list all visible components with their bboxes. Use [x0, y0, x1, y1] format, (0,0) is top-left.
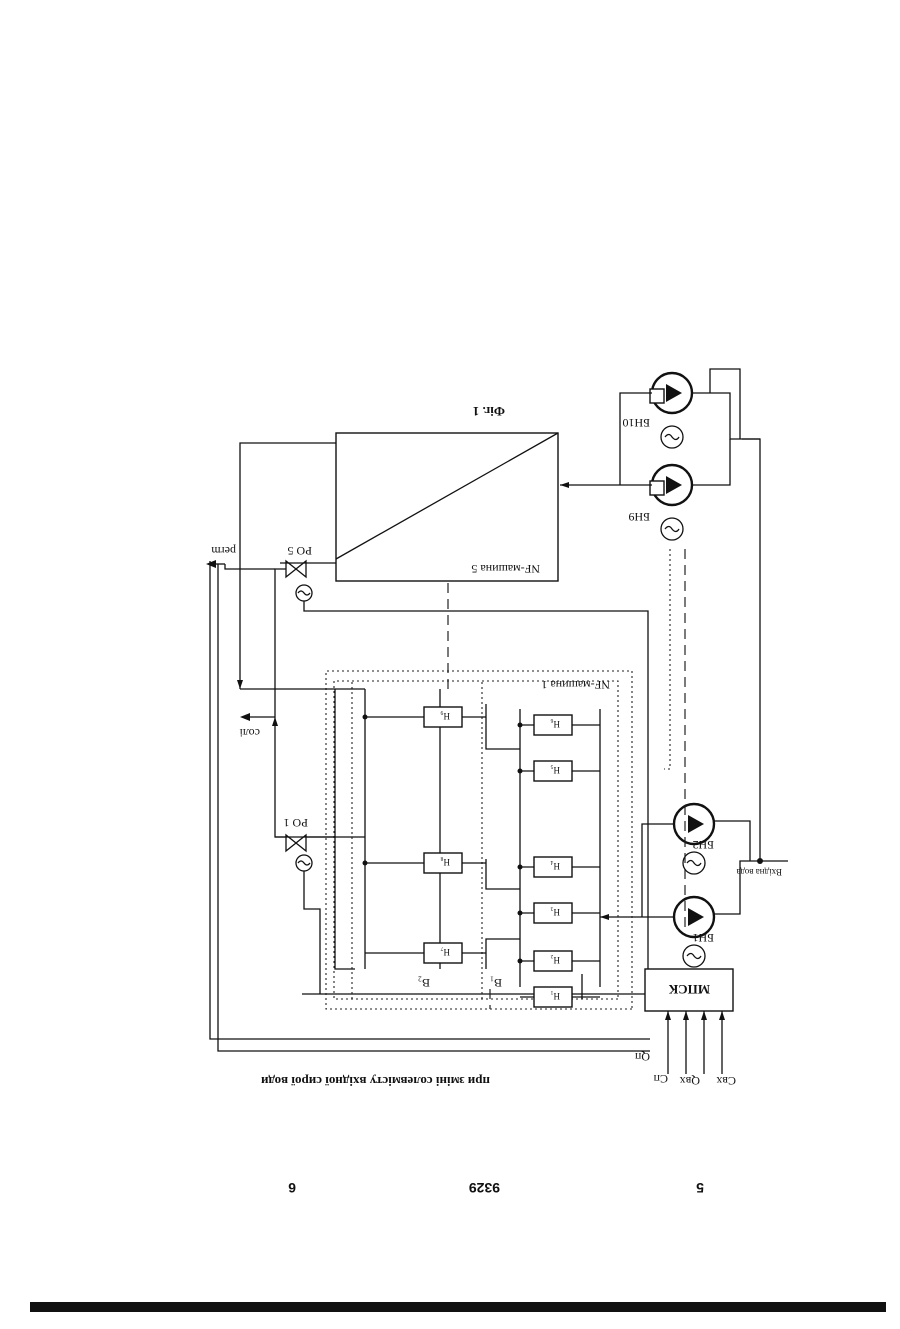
unit-h7: Н₇ [424, 943, 462, 963]
pump-bn10-label: БН10 [622, 416, 650, 430]
nf-machine-5-box [336, 433, 558, 581]
unit-h1: Н₁ [534, 987, 572, 1007]
svg-text:Н₅: Н₅ [550, 765, 560, 775]
unit-h8: Н₈ [424, 853, 462, 873]
nf-machine-1-frame [326, 671, 632, 1009]
pump-bn1-label: БН1 [692, 931, 714, 945]
block-b2-label: B₂ [418, 976, 430, 990]
valve-po1-label: РО 1 [284, 816, 309, 830]
nf-machine-5-label: NF-машина 5 [471, 562, 540, 576]
brine-label: солі [239, 726, 260, 740]
valve-po5: РО 5 [286, 544, 312, 601]
svg-text:Н₈: Н₈ [440, 857, 450, 867]
svg-text:Н₃: Н₃ [550, 907, 560, 917]
pump-bn1: БН1 [674, 897, 714, 967]
svg-text:Н₆: Н₆ [550, 719, 560, 729]
pump-bn10: БН10 [622, 373, 692, 448]
unit-h9: Н₉ [424, 707, 462, 727]
permeate-label: perm [211, 544, 236, 558]
figure-caption: Фіг. 1 [473, 404, 505, 419]
valve-po5-label: РО 5 [288, 544, 313, 558]
page-number-left: 5 [696, 1180, 704, 1196]
pump-bn9: БН9 [628, 465, 692, 540]
signal-q-in: Qвх [680, 1074, 700, 1088]
unit-h3: Н₃ [534, 903, 572, 923]
pump-bn2: БН2 [674, 804, 714, 874]
page-number-right: 6 [288, 1180, 296, 1196]
svg-text:Н₁: Н₁ [550, 991, 560, 1001]
pump-bn2-label: БН2 [692, 838, 714, 852]
valve-po1: РО 1 [284, 816, 313, 871]
footnote-text: при зміні солевмісту вхідної сирої води [260, 1074, 490, 1089]
svg-text:Н₂: Н₂ [550, 955, 560, 965]
unit-h5: Н₅ [534, 761, 572, 781]
unit-h6: Н₆ [534, 715, 572, 735]
svg-text:Н₇: Н₇ [440, 947, 450, 957]
pump-bn9-label: БН9 [628, 510, 650, 524]
signal-c-in: Cвх [716, 1074, 736, 1088]
unit-h4: Н₄ [534, 857, 572, 877]
page-number-center: 9329 [469, 1180, 500, 1196]
input-water-label: Вхідна вода [736, 867, 782, 877]
svg-text:Н₉: Н₉ [440, 711, 450, 721]
controller-label: МПСК [668, 982, 710, 997]
page-bottom-rule [30, 1302, 886, 1312]
unit-h2: Н₂ [534, 951, 572, 971]
svg-text:Н₄: Н₄ [550, 861, 560, 871]
nf-machine-1-label: NF-машина 1 [541, 678, 610, 692]
signal-q-p: Qп [634, 1050, 650, 1064]
block-b1-label: B₁ [490, 976, 502, 990]
signal-c-p: Cп [653, 1072, 668, 1086]
